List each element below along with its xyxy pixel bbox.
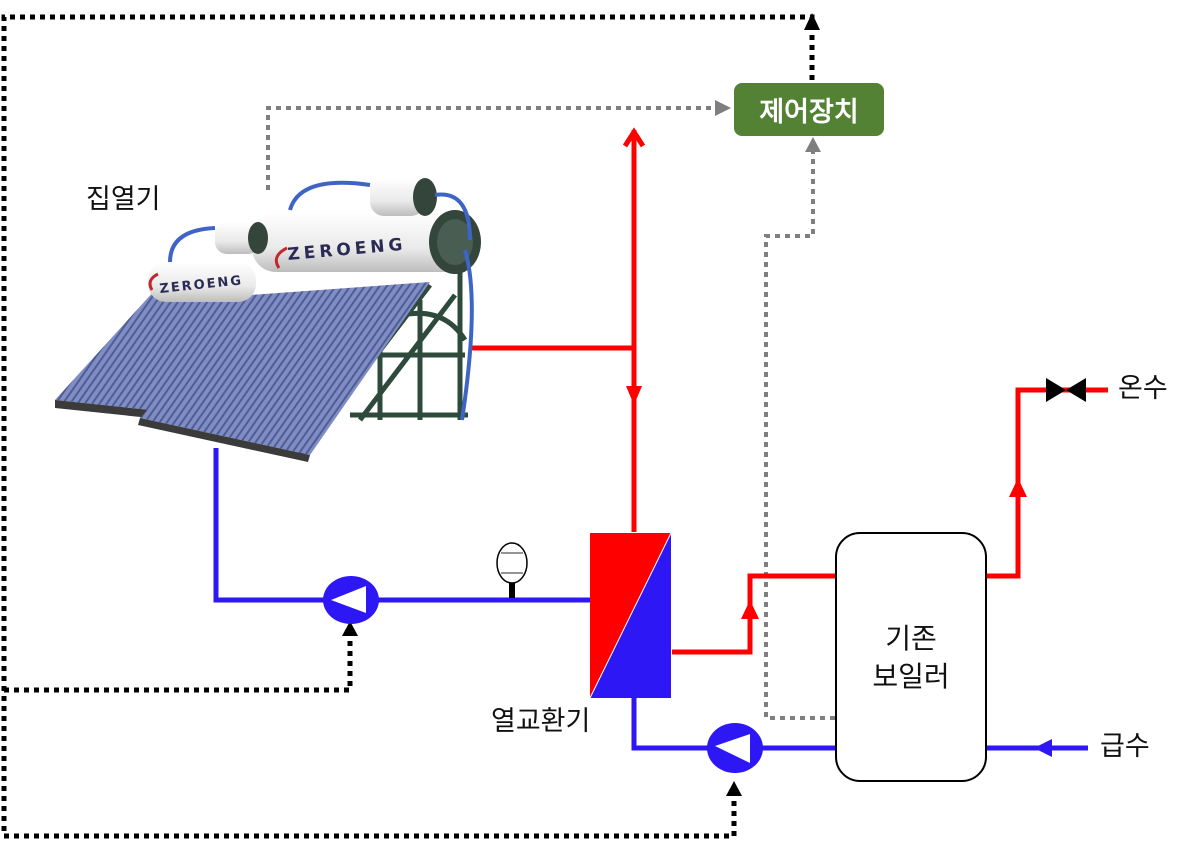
- control-arrow-pump1: [342, 621, 358, 636]
- boiler-label: 기존 보일러: [836, 620, 986, 696]
- boiler-label-line1: 기존: [885, 622, 937, 655]
- water-supply-label: 급수: [1100, 731, 1150, 762]
- expansion-tank-icon: [496, 542, 528, 598]
- boiler-label-line2: 보일러: [872, 660, 950, 693]
- control-arrow-pump2: [726, 781, 742, 796]
- hot-arrow-up-outlet: [1009, 478, 1027, 497]
- collector-label: 집열기: [86, 184, 161, 215]
- sensor-line-collector: [266, 106, 718, 190]
- solar-collector-image[interactable]: ZEROENG ZEROENG: [55, 178, 481, 462]
- control-signal-lines: [1, 14, 815, 839]
- hot-pipes: [472, 130, 1108, 655]
- boiler-tank[interactable]: [835, 532, 987, 782]
- cold-arrow-supply: [1034, 739, 1052, 757]
- control-line-top: [1, 14, 815, 839]
- control-line-pump1: [4, 632, 353, 693]
- heat-exchanger-label: 열교환기: [491, 706, 591, 737]
- valve-icon[interactable]: [1046, 378, 1086, 402]
- hot-arrow-down: [626, 386, 642, 405]
- hot-arrow-up-head: [622, 127, 646, 148]
- sensor-arrow-up: [805, 137, 821, 152]
- control-arrow-controller: [804, 13, 820, 30]
- cold-pipe-collector-return: [213, 448, 592, 603]
- controller-box[interactable]: 제어장치: [734, 83, 884, 136]
- heat-exchanger-icon[interactable]: [589, 532, 672, 699]
- sensor-line-boiler: [764, 150, 885, 720]
- hot-arrow-up-hx: [741, 600, 759, 619]
- sensor-arrow-right: [715, 100, 731, 116]
- hot-water-outlet-label: 온수: [1118, 373, 1168, 404]
- sensor-signal-lines: [266, 106, 885, 720]
- cold-pipe-hx-return: [631, 698, 835, 751]
- hot-pipe-boiler-out: [986, 387, 1108, 579]
- pump-2-icon[interactable]: [707, 723, 763, 773]
- pump-1-icon[interactable]: [323, 576, 379, 624]
- controller-label: 제어장치: [759, 97, 859, 128]
